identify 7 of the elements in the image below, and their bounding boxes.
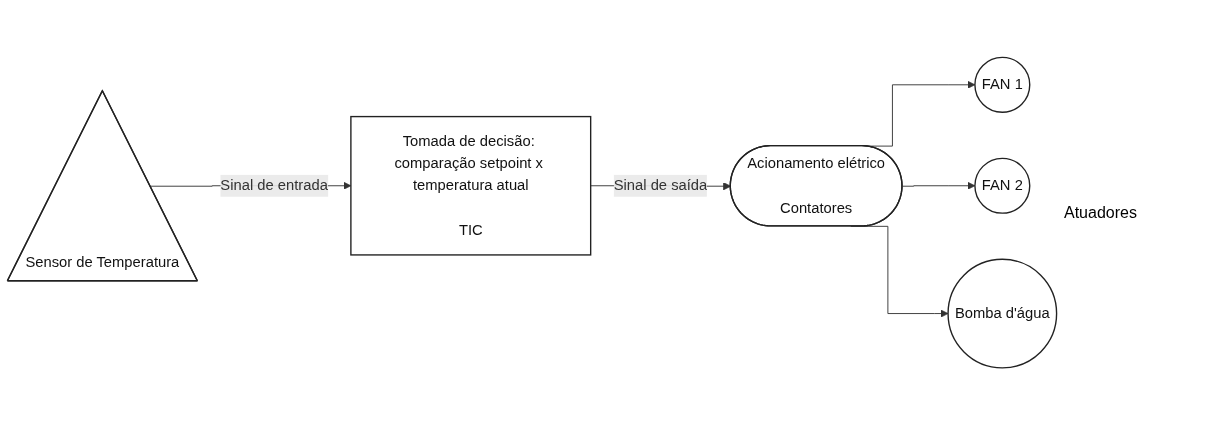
node-circle: FAN 1 [974,57,1031,114]
edge-label: Sinal de saída [613,177,708,194]
node-circle: FAN 2 [974,158,1031,215]
node-circle: Bomba d'água [947,259,1058,369]
group-label: Atuadores [1064,204,1137,222]
node-box: Tomada de decisão: comparação setpoint x temperatura atual TIC [350,116,592,256]
edge-label: Sinal de entrada [220,177,328,194]
